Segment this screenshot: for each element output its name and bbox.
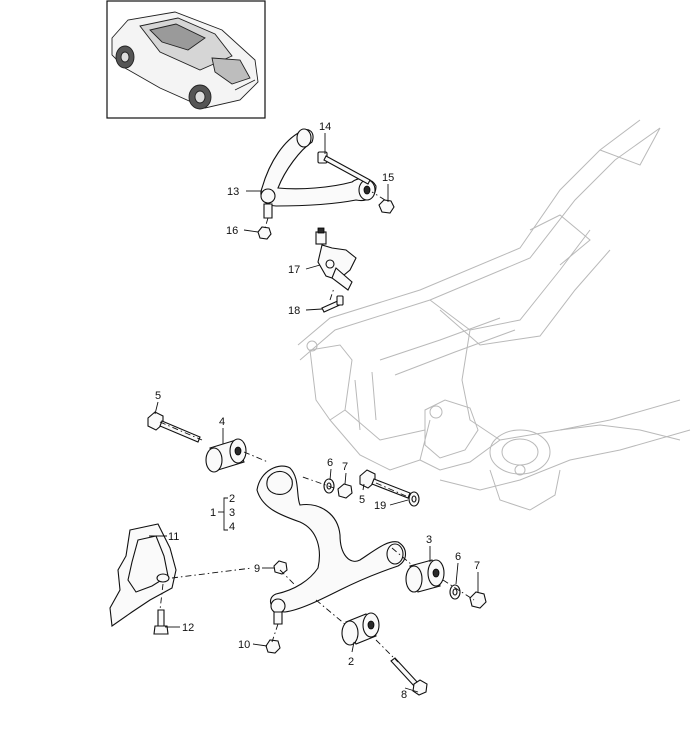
car-icon	[111, 11, 259, 110]
label-15: 15	[382, 172, 394, 184]
label-1: 1	[210, 507, 216, 519]
label-3: 3	[426, 534, 432, 546]
nut-16	[257, 226, 272, 240]
label-17: 17	[288, 264, 300, 276]
nut-15	[378, 199, 395, 214]
label-2: 2	[348, 656, 354, 668]
subframe-outline	[297, 119, 691, 511]
bushing-4	[205, 438, 247, 473]
nut-7-mid	[337, 483, 353, 499]
label-8: 8	[401, 689, 407, 701]
leader-lines	[149, 133, 479, 693]
alignment-lines	[159, 191, 475, 663]
label-4a: 4	[229, 521, 235, 533]
label-6b: 6	[455, 551, 461, 563]
label-18: 18	[288, 305, 300, 317]
label-5b: 5	[359, 494, 365, 506]
label-7b: 7	[474, 560, 480, 572]
bolt-5-mid	[359, 469, 411, 499]
label-5a: 5	[155, 390, 161, 402]
bolt-14	[317, 151, 371, 185]
upper-control-arm	[260, 128, 377, 219]
label-11: 11	[168, 531, 179, 543]
label-14: 14	[319, 121, 331, 133]
label-3a: 3	[229, 507, 235, 519]
label-19: 19	[374, 500, 386, 512]
nut-10	[265, 639, 281, 654]
washer-19	[408, 491, 420, 507]
part-labels: 1 2 3 4 2 3 4 5 5 6 6 7 7 8 9 10 11 12 1…	[155, 121, 480, 701]
nut-9	[273, 560, 288, 575]
nut-7-right	[469, 591, 487, 609]
label-10: 10	[238, 639, 250, 651]
label-16: 16	[226, 225, 238, 237]
bolt-18	[321, 295, 344, 313]
label-13: 13	[227, 186, 239, 198]
bushing-3	[405, 559, 445, 593]
bolt-5-upper	[147, 411, 201, 443]
bushing-2	[341, 612, 380, 646]
label-2a: 2	[229, 493, 235, 505]
bolt-12	[153, 609, 169, 635]
lower-control-arm	[256, 465, 407, 625]
shield-11	[109, 523, 177, 627]
label-7a: 7	[342, 461, 348, 473]
level-sensor-17	[315, 227, 357, 291]
label-4: 4	[219, 416, 225, 428]
vehicle-thumbnail	[106, 0, 266, 119]
label-9: 9	[254, 563, 260, 575]
label-6a: 6	[327, 457, 333, 469]
label-12: 12	[182, 622, 194, 634]
washer-6-right	[449, 584, 461, 600]
